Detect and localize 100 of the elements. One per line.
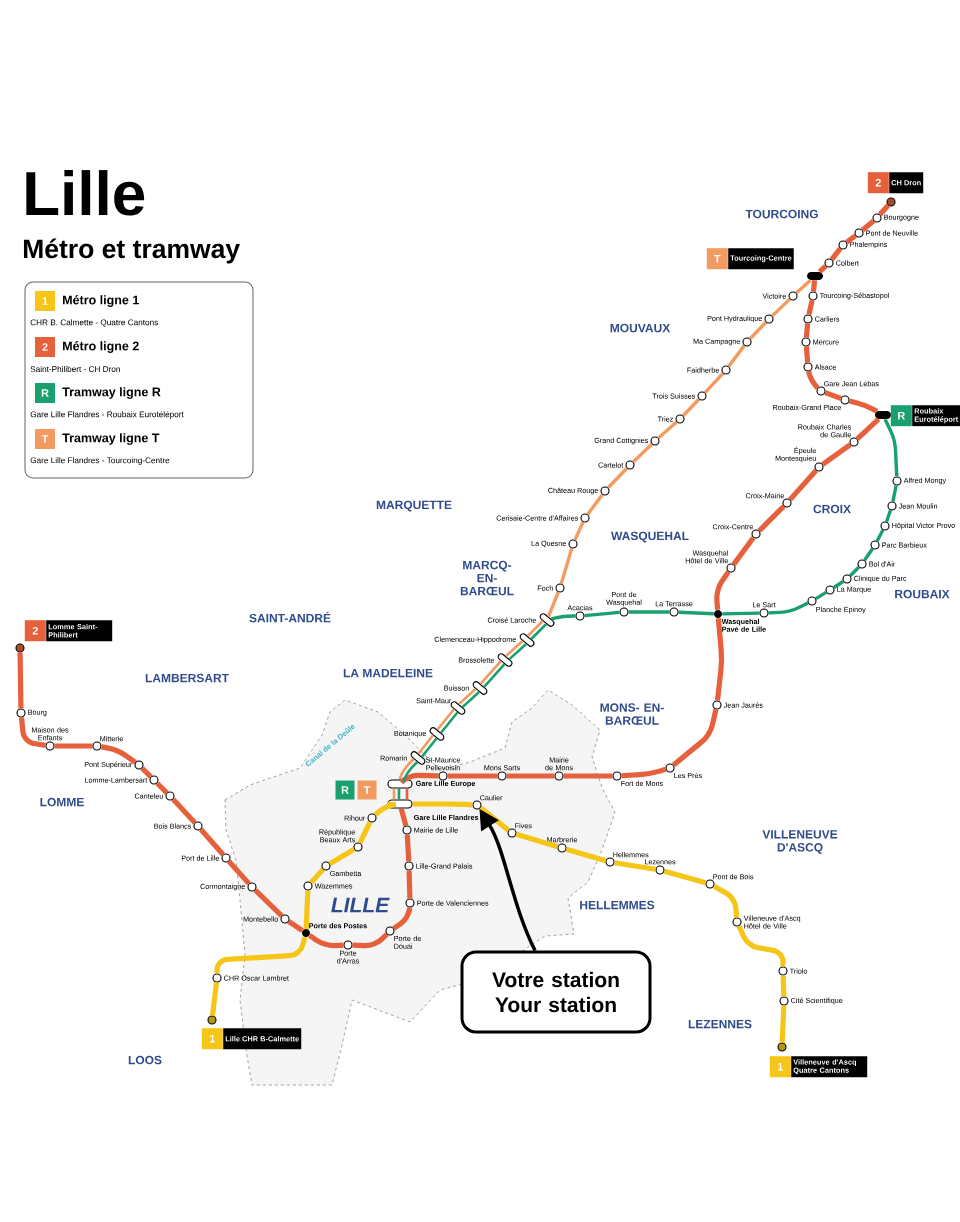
town-name: LOOS <box>128 1055 162 1065</box>
metro-line <box>253 888 284 918</box>
metro-line <box>18 717 46 748</box>
town-name: CROIX <box>813 504 851 514</box>
tram-line <box>832 580 845 589</box>
tram-line <box>678 610 714 616</box>
metro-line <box>780 975 787 997</box>
town-name: TOURCOING <box>745 209 818 219</box>
metro-line <box>101 744 137 765</box>
tram-line <box>392 788 396 800</box>
tram-line <box>586 493 604 516</box>
metro-line <box>406 870 413 899</box>
tram-line <box>421 737 438 758</box>
tram-line <box>722 611 760 616</box>
town-name: HELLEMMES <box>580 900 655 910</box>
town-name: MOUVAUX <box>610 323 671 333</box>
tram-line <box>795 278 812 295</box>
town-name: MONS- EN- BARŒUL <box>600 703 664 725</box>
tram-line <box>530 623 548 640</box>
tram-line <box>884 509 893 523</box>
metro-line <box>714 617 725 701</box>
legend-label: Métro ligne 2 <box>63 341 139 353</box>
metro-line <box>506 773 555 779</box>
tram-line <box>815 590 827 601</box>
metro-line <box>736 925 786 967</box>
tram-line <box>891 485 898 502</box>
metro-line <box>806 299 815 316</box>
route-description: CHR B. Calmette - Quatre Cantons <box>30 319 158 327</box>
town-name: LA MADELEINE <box>343 668 433 678</box>
route-description: Gare Lille Flandres - Tourcoing-Centre <box>30 457 170 465</box>
legend-label: Tramway ligne T <box>62 433 160 445</box>
metro-line <box>308 933 344 949</box>
metro-line <box>404 834 412 862</box>
metro-line <box>140 766 153 779</box>
line-number-badge: 1 <box>769 1056 791 1078</box>
town-name: LAMBERSART <box>145 673 229 683</box>
town-name: MARQUETTE <box>376 500 452 512</box>
town-name: WASQUEHAL <box>611 531 689 543</box>
tram-line <box>573 521 585 541</box>
metro-line <box>824 390 842 401</box>
metro-line <box>731 536 756 566</box>
tram-line <box>883 418 899 477</box>
metro-line <box>565 846 607 864</box>
callout-box: Votre station Your station <box>460 950 652 1034</box>
tram-line <box>559 547 574 585</box>
metro-line <box>621 766 667 779</box>
tram-line <box>508 642 528 661</box>
metro-line <box>398 772 439 786</box>
metro-line <box>287 919 304 933</box>
metro-line <box>779 1005 787 1043</box>
tram-line <box>461 690 481 709</box>
town-name: SAINT-ANDRÉ <box>249 611 331 623</box>
tram-line <box>727 344 746 368</box>
metro-line <box>478 805 511 833</box>
tram-line <box>628 610 670 614</box>
tram-line <box>526 620 544 637</box>
metro-line <box>803 346 811 363</box>
metro-line <box>757 504 786 533</box>
metro-line <box>663 868 707 886</box>
metro-line <box>214 936 308 974</box>
legend-label: Tramway ligne R <box>62 387 161 399</box>
line-number-badge: 2 <box>867 172 889 194</box>
title: Lille <box>26 170 145 216</box>
tram-line <box>440 711 459 734</box>
tram-line <box>401 761 419 784</box>
metro-line <box>227 859 251 886</box>
metro-line <box>821 442 852 467</box>
metro-line <box>398 807 409 827</box>
metro-line <box>806 368 820 391</box>
tram-line <box>863 547 874 562</box>
route-description: Saint-Philibert - CH Dron <box>30 366 120 372</box>
tram-line <box>849 566 860 577</box>
tram-line <box>505 639 524 658</box>
tram-line <box>436 708 455 731</box>
metro-line <box>671 708 719 768</box>
metro-line <box>855 417 881 441</box>
tram-line <box>748 321 768 340</box>
metro-line <box>155 781 169 795</box>
metro-line <box>54 743 93 749</box>
metro-line <box>845 233 857 245</box>
metro-line <box>714 570 731 611</box>
tram-line <box>546 591 560 618</box>
metro-line <box>878 203 890 217</box>
subtitle: Métro et tramway <box>23 238 240 264</box>
metro-line <box>712 883 740 918</box>
town-name: ROUBAIX <box>895 589 950 599</box>
metro-line <box>803 323 811 338</box>
metro-line <box>817 264 828 274</box>
metro-line <box>199 827 225 857</box>
metro-line <box>810 279 818 292</box>
metro-line <box>515 831 559 850</box>
metro-line <box>328 847 356 866</box>
town-name: MARCQ- EN- BARŒUL <box>460 560 514 596</box>
tram-line <box>768 601 809 615</box>
line-number: R <box>41 389 49 397</box>
metro-line <box>309 867 325 885</box>
metro-line <box>373 801 399 817</box>
town-name: LEZENNES <box>688 1019 752 1029</box>
metro-line <box>848 398 879 414</box>
route-description: Gare Lille Flandres - Roubaix Eurotéléport <box>30 411 184 419</box>
